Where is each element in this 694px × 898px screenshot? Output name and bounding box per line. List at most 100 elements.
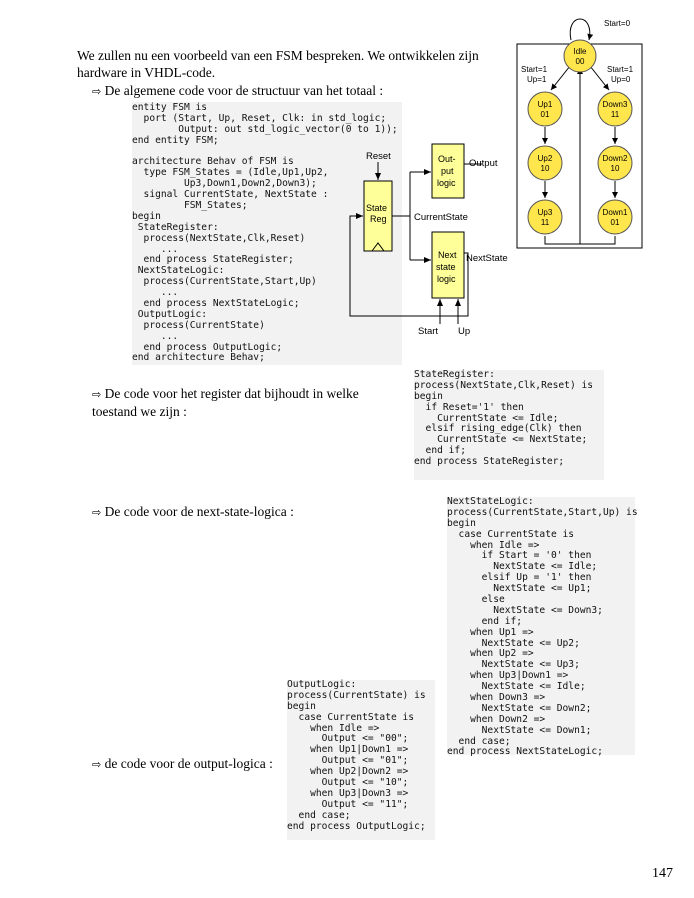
state-down1: Down1 01 — [597, 199, 633, 235]
output-logic-label-3: logic — [437, 178, 456, 188]
code-line: process(CurrentState) — [132, 319, 265, 331]
page-number: 147 — [652, 866, 673, 881]
current-state-label: CurrentState — [414, 212, 468, 223]
bullet-output: ⇨ de code voor de output-logica : — [92, 755, 273, 773]
state-idle: Idle 00 — [563, 39, 597, 73]
code-line: case CurrentState is — [447, 528, 575, 540]
block-diagram: Reset State Reg Out- put logic Output Cu… — [349, 143, 508, 337]
bullet-general-code: ⇨ De algemene code voor de structuur van… — [92, 82, 383, 100]
state-reg-box — [363, 180, 393, 252]
code-line: port (Start, Up, Reset, Clk: in std_logi… — [132, 112, 387, 124]
code-line: NextState <= Idle; — [447, 681, 586, 693]
code-line: when Up3|Down3 => — [287, 787, 409, 799]
code-block-nextstate: NextStateLogic:process(CurrentState,Star… — [447, 496, 638, 758]
state-up2: Up2 10 — [527, 145, 563, 181]
code-line: NextState <= Down3; — [447, 604, 603, 616]
code-line: NextState <= Down2; — [447, 702, 592, 714]
code-line: end process OutputLogic; — [132, 341, 283, 353]
state-up2-name: Up2 — [538, 154, 553, 163]
state-down3: Down3 11 — [597, 91, 633, 127]
state-down1-code: 01 — [611, 218, 620, 227]
code-line: begin — [287, 700, 316, 712]
code-line: NextState <= Idle; — [447, 561, 598, 573]
state-down1-name: Down1 — [603, 208, 628, 217]
next-state-logic-label-1: Next — [438, 250, 457, 260]
bullet-register-text-1: De code voor het register dat bijhoudt i… — [104, 386, 359, 401]
code-line: process(CurrentState,Start,Up) is — [447, 506, 638, 518]
state-up3: Up3 11 — [527, 199, 563, 235]
code-line: else — [447, 594, 505, 606]
code-line: process(NextState,Clk,Reset) is — [414, 379, 594, 391]
code-line: FSM_States; — [132, 200, 248, 212]
left-condition-1: Start=1 — [521, 65, 548, 74]
self-loop-label: Start=0 — [604, 19, 631, 28]
state-up3-name: Up3 — [538, 208, 553, 217]
code-line: elsif Up = '1' then — [447, 572, 592, 584]
code-line: OutputLogic: — [132, 308, 208, 320]
code-line: end process NextStateLogic; — [132, 298, 300, 310]
code-line: Output <= "01"; — [287, 755, 409, 767]
arrow-bullet-icon: ⇨ — [92, 85, 102, 98]
code-line: OutputLogic: — [287, 679, 357, 690]
code-line: Output <= "11"; — [287, 798, 409, 810]
state-up1: Up1 01 — [527, 91, 563, 127]
code-line: end case; — [447, 735, 511, 747]
code-line: NextState <= Up2; — [447, 637, 580, 649]
code-line: end case; — [287, 809, 351, 821]
code-line: entity FSM is — [132, 102, 208, 113]
output-label: Output — [469, 158, 498, 169]
state-up3-code: 11 — [541, 218, 550, 227]
code-line: begin — [414, 390, 443, 402]
state-idle-code: 00 — [576, 57, 585, 66]
code-line: begin — [447, 517, 476, 529]
code-line: type FSM_States = (Idle,Up1,Up2, — [132, 167, 329, 179]
output-logic-box — [431, 143, 465, 199]
state-up1-name: Up1 — [538, 100, 553, 109]
code-line: elsif rising_edge(Clk) then — [414, 423, 582, 435]
intro-paragraph: We zullen nu een voorbeeld van een FSM b… — [77, 47, 517, 81]
code-line: Output: out std_logic_vector(0 to 1)); — [132, 123, 398, 135]
code-line: end architecture Behav; — [132, 352, 265, 364]
reset-label: Reset — [366, 151, 391, 162]
code-block-register: StateRegister:process(NextState,Clk,Rese… — [414, 369, 604, 480]
intro-line-2: hardware in VHDL-code. — [77, 65, 216, 80]
code-line: begin — [132, 210, 161, 222]
code-line: NextState <= Down1; — [447, 724, 592, 736]
code-line: when Up1 => — [447, 626, 534, 638]
bullet-output-text: de code voor de output-logica : — [104, 756, 273, 771]
code-line: Up3,Down1,Down2,Down3); — [132, 178, 317, 190]
right-condition-2: Up=0 — [611, 75, 631, 84]
arrow-bullet-icon: ⇨ — [92, 506, 102, 519]
code-line: when Up2 => — [447, 648, 534, 660]
code-line: when Idle => — [447, 539, 540, 551]
output-logic-label-1: Out- — [438, 154, 456, 164]
code-line: when Down3 => — [447, 692, 546, 704]
code-line: signal CurrentState, NextState : — [132, 189, 329, 201]
code-line: when Up1|Down1 => — [287, 744, 409, 756]
state-reg-label-1: State — [366, 203, 387, 213]
left-condition-2: Up=1 — [527, 75, 547, 84]
state-down3-name: Down3 — [603, 100, 628, 109]
code-line: NextState <= Up1; — [447, 583, 592, 595]
code-line: ... — [132, 243, 179, 255]
code-line: end if; — [414, 445, 466, 457]
state-up1-code: 01 — [541, 110, 550, 119]
code-line: ... — [132, 330, 179, 342]
code-line: end process StateRegister; — [414, 456, 565, 468]
next-state-logic-label-3: logic — [437, 274, 456, 284]
state-down2: Down2 10 — [597, 145, 633, 181]
bullet-general-text: De algemene code voor de structuur van h… — [104, 83, 384, 98]
state-idle-name: Idle — [574, 47, 587, 56]
code-line: process(NextState,Clk,Reset) — [132, 232, 306, 244]
code-line: end process StateRegister; — [132, 254, 294, 266]
code-block-general: entity FSM is port (Start, Up, Reset, Cl… — [132, 102, 402, 365]
code-line: StateRegister: — [132, 221, 219, 233]
code-line: when Down2 => — [447, 713, 546, 725]
code-line: when Up2|Down2 => — [287, 766, 409, 778]
up-label: Up — [458, 326, 470, 337]
code-line: end entity FSM; — [132, 134, 219, 146]
state-diagram: Start=0 Start=1 Up=1 Start=1 Up=0 Idle 0… — [516, 18, 643, 249]
code-line: end process NextStateLogic; — [447, 746, 603, 758]
right-condition-1: Start=1 — [607, 65, 634, 74]
next-state-label: NextState — [466, 253, 508, 264]
